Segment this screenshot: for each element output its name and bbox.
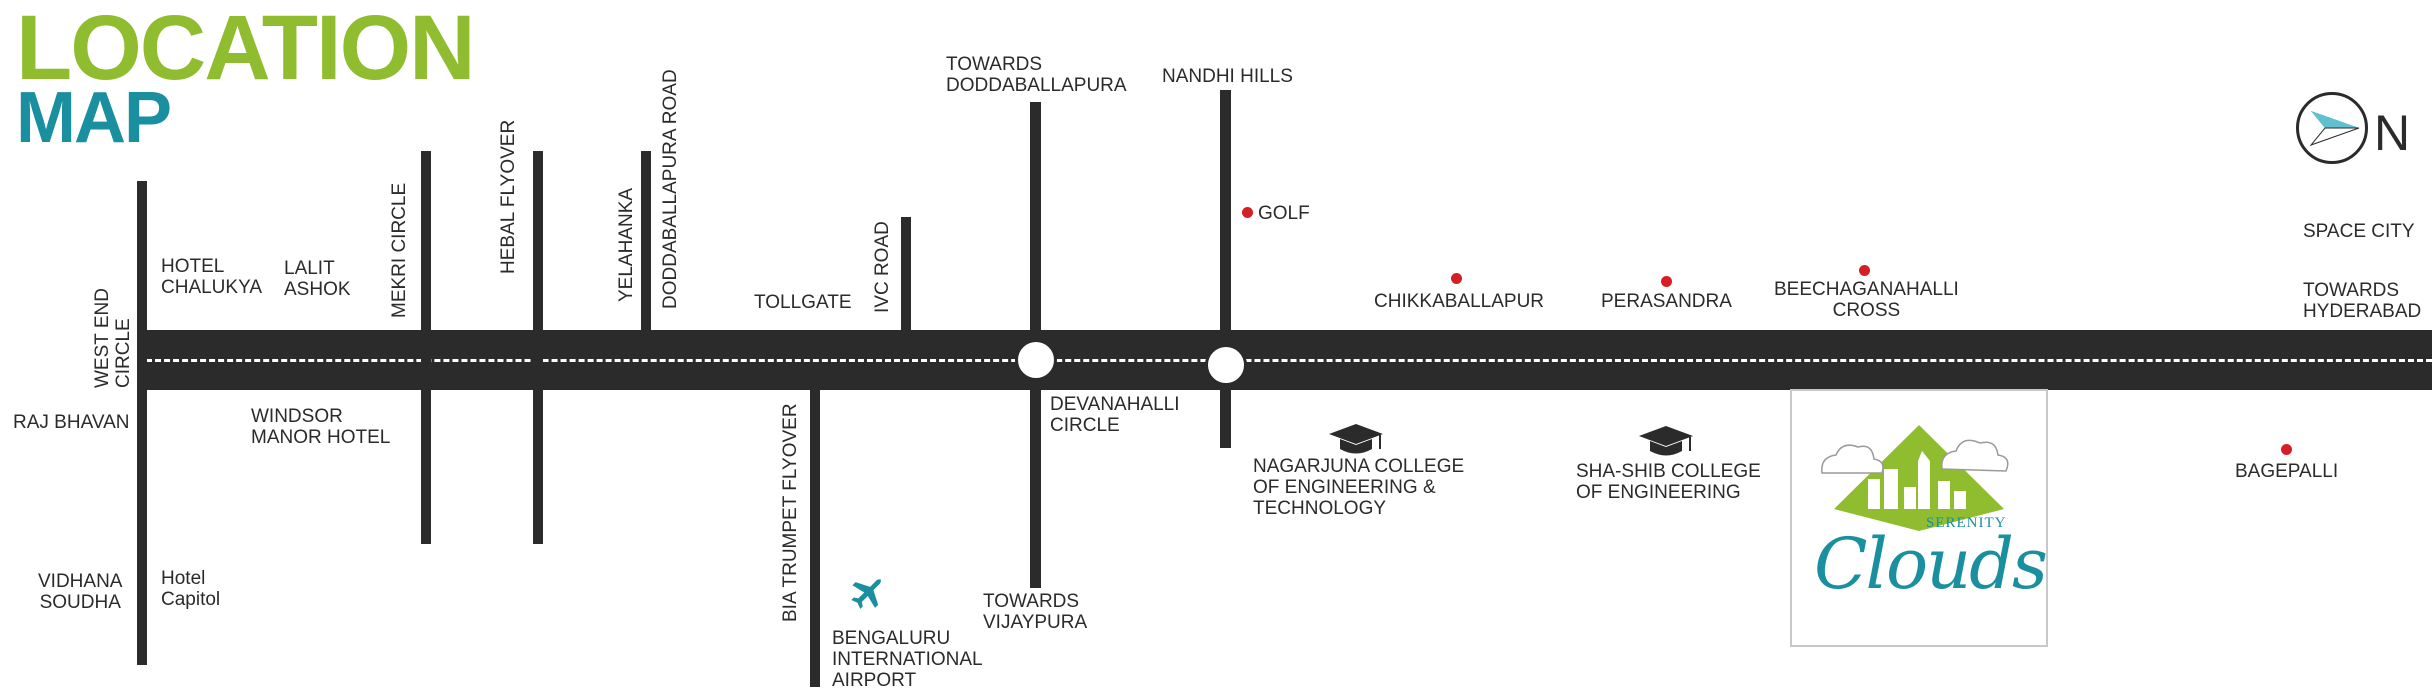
label-golf: GOLF (1258, 203, 1310, 224)
label-raj-bhavan: RAJ BHAVAN (13, 412, 130, 433)
nandhi-hills-junction (1205, 344, 1247, 386)
logo-clouds-text: Clouds (1814, 523, 2048, 605)
yelahanka-road (641, 151, 651, 333)
label-bia-trumpet-flyover: BIA TRUMPET FLYOVER (780, 403, 801, 622)
bagepalli-marker (2281, 444, 2292, 455)
map-title-location: LOCATION (16, 0, 476, 99)
label-hotel-chalukya: HOTEL CHALUKYA (161, 256, 263, 298)
label-space-city: SPACE CITY (2303, 221, 2415, 242)
serenity-clouds-logo-box: SERENITY Clouds (1790, 389, 2048, 647)
logo-serenity-text: SERENITY (1926, 515, 2007, 531)
label-hebal-flyover: HEBAL FLYOVER (498, 119, 519, 274)
label-towards-hyderabad: TOWARDS HYDERABAD (2303, 280, 2422, 322)
serenity-clouds-logo-icon (1821, 425, 2009, 531)
west-end-road (137, 181, 147, 665)
ivc-road (901, 217, 911, 333)
main-highway (137, 330, 2432, 390)
label-vidhana-soudha: VIDHANA SOUDHA (38, 571, 123, 613)
compass-north-label: N (2374, 105, 2411, 161)
graduation-cap-icon (1329, 424, 1383, 454)
perasandra-marker (1661, 276, 1672, 287)
graduation-cap-icon (1639, 426, 1693, 456)
label-west-end-circle: WEST END CIRCLE (92, 288, 134, 388)
label-doddaballapura-road: DODDABALLAPURA ROAD (660, 69, 681, 309)
label-windsor-manor-hotel: WINDSOR MANOR HOTEL (251, 406, 391, 448)
label-towards-doddaballapura: TOWARDS DODDABALLAPURA (946, 54, 1127, 96)
label-tollgate: TOLLGATE (754, 292, 852, 313)
label-bagepalli: BAGEPALLI (2235, 461, 2339, 482)
label-devanahalli-circle: DEVANAHALLI CIRCLE (1050, 394, 1180, 436)
highway-centerline (137, 359, 2432, 362)
label-nagarjuna-college: NAGARJUNA COLLEGE OF ENGINEERING & TECHN… (1253, 456, 1465, 519)
label-yelahanka: YELAHANKA (616, 187, 637, 302)
label-lalit-ashok: LALIT ASHOK (284, 258, 351, 300)
beechaganahalli-marker (1859, 265, 1870, 276)
map-title-map: MAP (16, 78, 172, 158)
compass-icon (2296, 92, 2368, 164)
golf-marker (1242, 207, 1253, 218)
label-chikkaballapur: CHIKKABALLAPUR (1374, 291, 1545, 312)
label-perasandra: PERASANDRA (1601, 291, 1732, 312)
label-bengaluru-airport: BENGALURU INTERNATIONAL AIRPORT (832, 628, 983, 691)
nandhi-hills-road (1220, 90, 1231, 448)
label-sha-shib-college: SHA-SHIB COLLEGE OF ENGINEERING (1576, 461, 1761, 503)
label-towards-vijaypura: TOWARDS VIJAYPURA (983, 591, 1088, 633)
hebal-flyover-road (533, 151, 543, 544)
label-beechaganahalli-cross: BEECHAGANAHALLI CROSS (1774, 279, 1959, 321)
label-hotel-capitol: Hotel Capitol (161, 568, 221, 610)
label-ivc-road: IVC ROAD (872, 221, 893, 313)
label-mekri-circle: MEKRI CIRCLE (389, 182, 410, 318)
chikkaballapur-marker (1451, 273, 1462, 284)
label-nandhi-hills: NANDHI HILLS (1162, 66, 1293, 87)
devanahalli-junction (1015, 339, 1057, 381)
bia-trumpet-road (810, 387, 820, 687)
mekri-circle-road (421, 151, 431, 544)
airplane-icon (851, 578, 882, 609)
